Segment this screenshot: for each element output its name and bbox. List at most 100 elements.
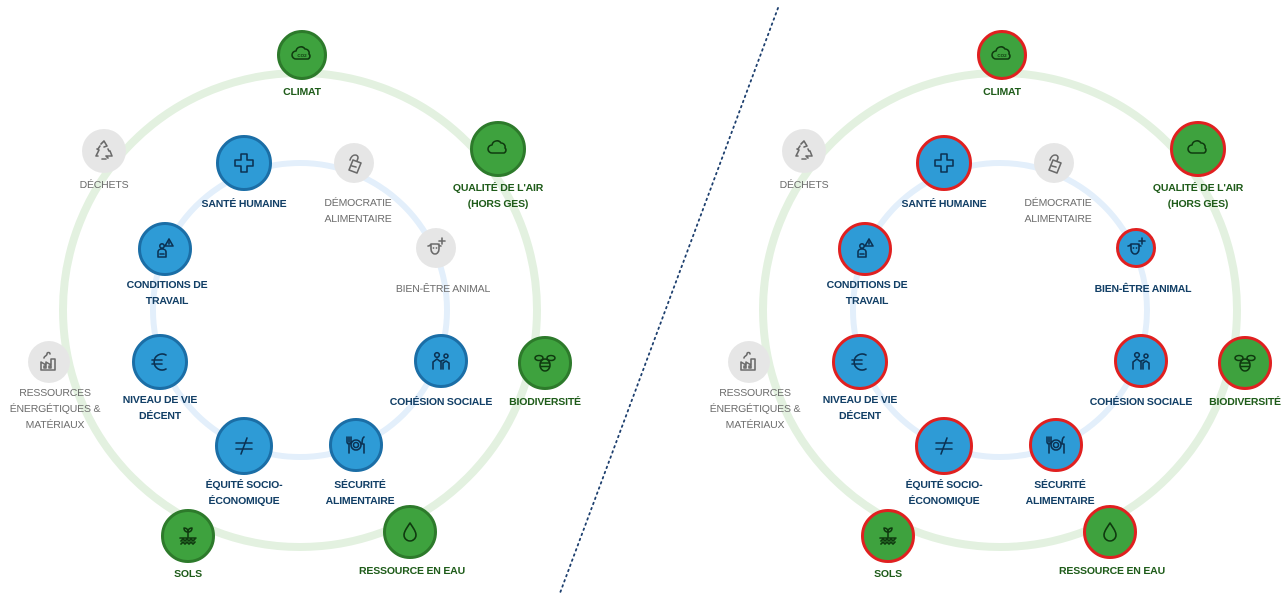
not-equal-icon bbox=[931, 433, 957, 459]
label-line: COHÉSION SOCIALE bbox=[1089, 396, 1193, 408]
plate-cutlery-icon-badge bbox=[1029, 418, 1083, 472]
label-line: ÉNERGÉTIQUES & bbox=[9, 403, 101, 415]
euro-icon bbox=[847, 349, 873, 375]
factory-icon-badge bbox=[28, 341, 70, 383]
label-dechets: DÉCHETS bbox=[780, 177, 829, 193]
label-line: CONDITIONS DE bbox=[826, 279, 908, 291]
water-drop-icon-badge bbox=[383, 505, 437, 559]
recycle-icon-badge bbox=[782, 129, 826, 173]
label-line: QUALITÉ DE L'AIR bbox=[1152, 182, 1244, 194]
people-icon bbox=[428, 348, 454, 374]
worker-warning-icon bbox=[152, 236, 178, 262]
label-line: RESSOURCES bbox=[719, 387, 791, 399]
worker-warning-icon-badge bbox=[138, 222, 192, 276]
bee-icon-badge bbox=[1218, 336, 1272, 390]
not-equal-icon-badge bbox=[915, 417, 973, 475]
label-cohesion-sociale: COHÉSION SOCIALE bbox=[1089, 394, 1193, 410]
cloud-co2-icon-badge: CO2 bbox=[977, 30, 1027, 80]
label-line: RESSOURCE EN EAU bbox=[359, 565, 465, 577]
label-line: TRAVAIL bbox=[145, 295, 189, 307]
label-ressource-eau: RESSOURCE EN EAU bbox=[1059, 563, 1165, 579]
label-line: ALIMENTAIRE bbox=[1024, 213, 1092, 225]
label-sante-humaine: SANTÉ HUMAINE bbox=[202, 196, 287, 212]
water-drop-icon-badge bbox=[1083, 505, 1137, 559]
label-sols: SOLS bbox=[874, 566, 902, 582]
label-line: BIODIVERSITÉ bbox=[509, 396, 581, 408]
cloud-icon bbox=[1185, 136, 1211, 162]
cow-plus-icon bbox=[1123, 235, 1149, 261]
label-line: CLIMAT bbox=[983, 86, 1021, 98]
label-line: DÉCHETS bbox=[779, 179, 829, 191]
inner-ring bbox=[850, 160, 1150, 460]
cloud-co2-icon: CO2 bbox=[289, 42, 315, 68]
people-icon-badge bbox=[1114, 334, 1168, 388]
not-equal-icon bbox=[231, 433, 257, 459]
label-line: DÉCENT bbox=[139, 410, 181, 422]
label-line: CONDITIONS DE bbox=[126, 279, 208, 291]
label-line: CLIMAT bbox=[283, 86, 321, 98]
label-line: SÉCURITÉ bbox=[334, 479, 386, 491]
plate-cutlery-icon-badge bbox=[329, 418, 383, 472]
soil-sprout-icon bbox=[875, 523, 901, 549]
factory-icon-badge bbox=[728, 341, 770, 383]
plate-cutlery-icon bbox=[1043, 432, 1069, 458]
label-line: DÉCENT bbox=[839, 410, 881, 422]
label-line: NIVEAU DE VIE bbox=[122, 394, 198, 406]
label-ressources-energetiques: RESSOURCES ÉNERGÉTIQUES & MATÉRIAUX bbox=[10, 385, 101, 433]
label-bien-etre-animal: BIEN-ÊTRE ANIMAL bbox=[1095, 281, 1192, 297]
label-line: ÉCONOMIQUE bbox=[208, 495, 280, 507]
worker-warning-icon-badge bbox=[838, 222, 892, 276]
label-line: QUALITÉ DE L'AIR bbox=[452, 182, 544, 194]
label-line: SOLS bbox=[874, 568, 902, 580]
cow-plus-icon-badge bbox=[416, 228, 456, 268]
ballot-hand-icon-badge bbox=[334, 143, 374, 183]
water-drop-icon bbox=[397, 519, 423, 545]
soil-sprout-icon bbox=[175, 523, 201, 549]
label-sols: SOLS bbox=[174, 566, 202, 582]
label-line: NIVEAU DE VIE bbox=[822, 394, 898, 406]
soil-sprout-icon-badge bbox=[861, 509, 915, 563]
label-biodiversite: BIODIVERSITÉ bbox=[1209, 394, 1281, 410]
label-line: (HORS GES) bbox=[467, 198, 529, 210]
label-line: RESSOURCES bbox=[19, 387, 91, 399]
label-climat: CLIMAT bbox=[283, 84, 321, 100]
label-line: COHÉSION SOCIALE bbox=[389, 396, 493, 408]
svg-text:CO2: CO2 bbox=[997, 53, 1007, 58]
label-line: BIODIVERSITÉ bbox=[1209, 396, 1281, 408]
cloud-icon-badge bbox=[1170, 121, 1226, 177]
not-equal-icon-badge bbox=[215, 417, 273, 475]
cloud-co2-icon: CO2 bbox=[989, 42, 1015, 68]
cloud-icon bbox=[485, 136, 511, 162]
label-dechets: DÉCHETS bbox=[80, 177, 129, 193]
ballot-hand-icon bbox=[341, 150, 367, 176]
people-icon bbox=[1128, 348, 1154, 374]
label-line: ALIMENTAIRE bbox=[324, 213, 392, 225]
ballot-hand-icon-badge bbox=[1034, 143, 1074, 183]
medical-cross-icon-badge bbox=[916, 135, 972, 191]
recycle-icon-badge bbox=[82, 129, 126, 173]
label-line: ÉQUITÉ SOCIO- bbox=[905, 479, 983, 491]
worker-warning-icon bbox=[852, 236, 878, 262]
inner-ring bbox=[150, 160, 450, 460]
label-cohesion-sociale: COHÉSION SOCIALE bbox=[389, 394, 493, 410]
label-line: ÉNERGÉTIQUES & bbox=[709, 403, 801, 415]
people-icon-badge bbox=[414, 334, 468, 388]
label-sante-humaine: SANTÉ HUMAINE bbox=[902, 196, 987, 212]
label-line: BIEN-ÊTRE ANIMAL bbox=[1094, 283, 1192, 295]
label-line: MATÉRIAUX bbox=[25, 419, 85, 431]
label-line: BIEN-ÊTRE ANIMAL bbox=[395, 283, 491, 295]
label-line: DÉMOCRATIE bbox=[1024, 197, 1092, 209]
label-line: DÉMOCRATIE bbox=[324, 197, 392, 209]
label-equite: ÉQUITÉ SOCIO-ÉCONOMIQUE bbox=[206, 477, 283, 509]
factory-icon bbox=[736, 349, 762, 375]
cloud-icon-badge bbox=[470, 121, 526, 177]
label-niveau-vie: NIVEAU DE VIE DÉCENT bbox=[822, 392, 898, 424]
label-line: DÉCHETS bbox=[79, 179, 129, 191]
cow-plus-icon-badge bbox=[1116, 228, 1156, 268]
